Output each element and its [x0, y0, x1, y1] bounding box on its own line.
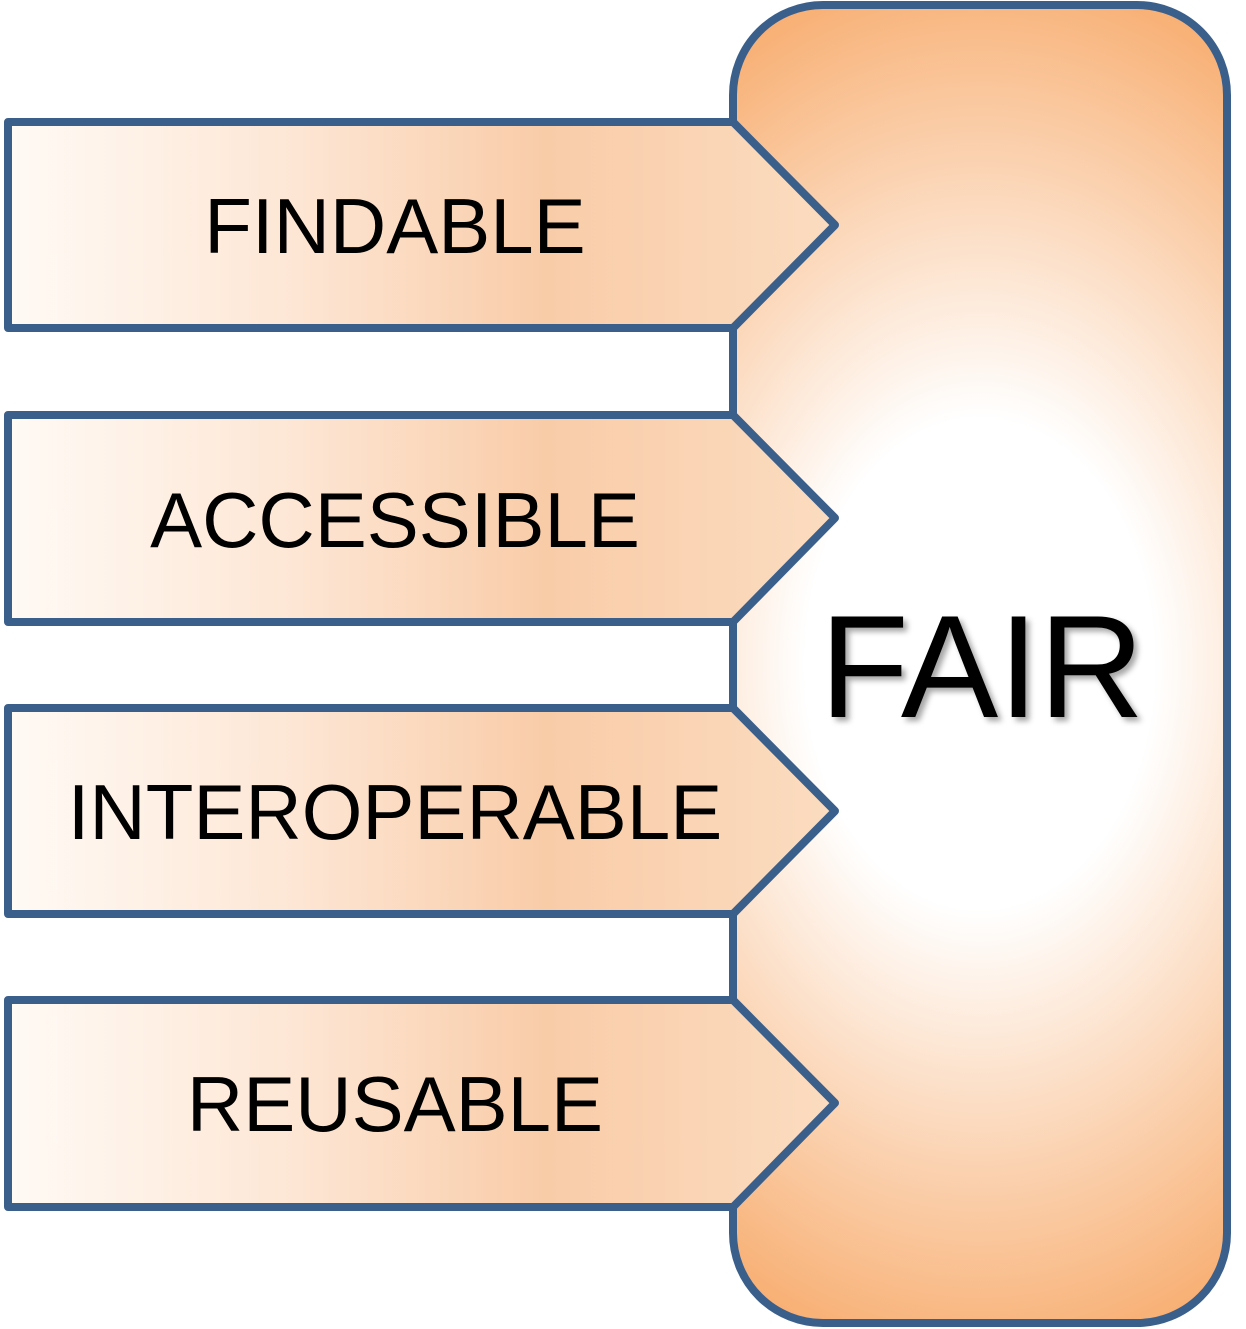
- fair-container: [729, 1, 1231, 1327]
- principle-arrow-findable: FINDABLE: [4, 118, 839, 332]
- principle-label: FINDABLE: [204, 182, 585, 270]
- principle-arrow-accessible: ACCESSIBLE: [4, 411, 839, 626]
- principle-arrow-reusable: REUSABLE: [4, 996, 839, 1211]
- fair-title: FAIR: [820, 585, 1145, 748]
- principle-label: INTEROPERABLE: [68, 768, 723, 856]
- principle-arrow-interoperable: INTEROPERABLE: [4, 704, 839, 918]
- principle-label: REUSABLE: [187, 1060, 603, 1148]
- principle-label: ACCESSIBLE: [150, 476, 640, 564]
